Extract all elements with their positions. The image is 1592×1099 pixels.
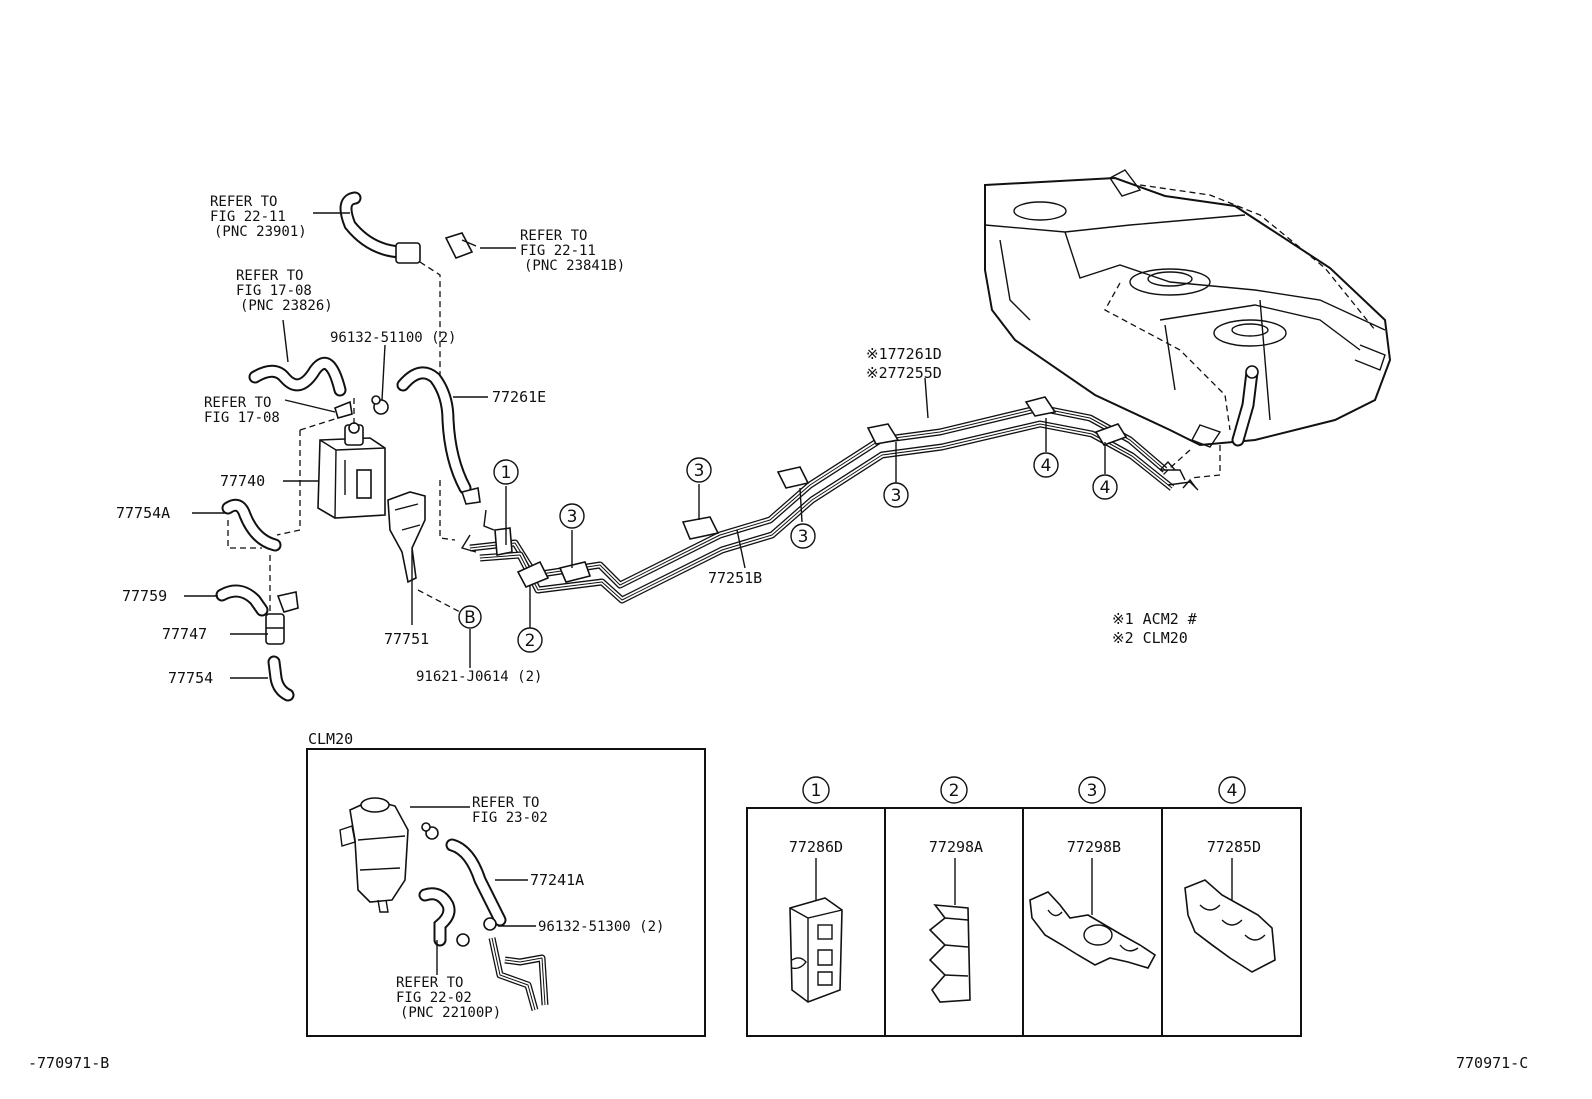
valve-77747: [265, 591, 299, 645]
leader-lines: [184, 212, 1106, 679]
pipe-clamp-band: [776, 466, 810, 489]
ref-text: REFER TO: [236, 268, 303, 284]
clamp-marker-number: 4: [1041, 456, 1052, 476]
ref-text: FIG 22-11: [210, 209, 286, 225]
part-number-77261e: 77261E: [492, 388, 546, 406]
clamp-table: 1 77286D 2 77298A: [746, 776, 1302, 1037]
footer-code-right: 770971-C: [1456, 1054, 1528, 1072]
fuel-filter-illustration: [339, 797, 409, 913]
ref-text: REFER TO: [204, 395, 271, 411]
clamp-table-column-3: 3 77298B: [1029, 776, 1157, 969]
connector-marker-letter: B: [464, 608, 476, 628]
clamp-77285d-illustration: [1184, 879, 1276, 973]
part-number-96132-51100: 96132-51100 (2): [330, 330, 456, 346]
pipe-clamp-band: [1094, 423, 1128, 446]
ref-text: FIG 23-02: [472, 810, 548, 826]
clamp-part-number: 77298B: [1067, 838, 1121, 856]
ref-text: (PNC 23841B): [524, 258, 625, 274]
part-number-96132-51300: 96132-51300 (2): [538, 919, 664, 935]
pipe-clamp-band: [494, 527, 513, 556]
part-number-77241a: 77241A: [530, 871, 584, 889]
clamp-marker-3: 3: [686, 457, 712, 483]
ref-text: REFER TO: [472, 795, 539, 811]
clamp-marker-1: 1: [493, 459, 519, 485]
part-number-77251b: 77251B: [708, 569, 762, 587]
clamp-marker-4: 4: [1033, 452, 1059, 478]
clamp-77298b-illustration: [1029, 891, 1157, 969]
charcoal-canister-77740: [317, 422, 386, 519]
clamp-marker-number: 3: [891, 486, 902, 506]
connector-marker-b: B: [458, 605, 482, 629]
ref-text: FIG 17-08: [236, 283, 312, 299]
clamp-part-number: 77285D: [1207, 838, 1261, 856]
part-number-77754a: 77754A: [116, 504, 170, 522]
note-line: ※1 ACM2 #: [1112, 610, 1197, 628]
pipe-clamp-band: [681, 516, 720, 540]
pipe-clamp-band: [866, 423, 900, 445]
clamp-marker-4: 4: [1092, 474, 1118, 500]
note-line: ※2 CLM20: [1112, 629, 1188, 647]
bracket-77751: [387, 491, 426, 584]
pipe-clamp-band: [516, 560, 550, 589]
clamp-table-column-2: 2 77298A: [928, 776, 983, 1003]
ref-text: FIG 17-08: [204, 410, 280, 426]
clamp-marker-number: 2: [525, 631, 536, 651]
part-number-77754: 77754: [168, 669, 213, 687]
part-number-77747: 77747: [162, 625, 207, 643]
column-marker: 2: [949, 781, 960, 801]
part-number-77740: 77740: [220, 472, 265, 490]
callout-ref-fig-17-08: REFER TO FIG 17-08: [204, 395, 280, 426]
part-number-91621-j0614: 91621-J0614 (2): [416, 669, 542, 685]
callout-ref-pnc-23826: REFER TO FIG 17-08 (PNC 23826): [236, 268, 333, 314]
clamp-table-column-1: 1 77286D: [789, 776, 843, 1003]
ref-text: FIG 22-02: [396, 990, 472, 1006]
pipe-clamp-band: [1024, 396, 1057, 417]
clamp-marker-3: 3: [790, 523, 816, 549]
clamp-77298a-illustration: [928, 904, 971, 1003]
callout-ref-pnc-22100p: REFER TO FIG 22-02 (PNC 22100P): [396, 975, 501, 1021]
clamp-marker-number: 1: [501, 463, 512, 483]
callout-ref-fig-23-02: REFER TO FIG 23-02: [472, 795, 548, 826]
ref-text: REFER TO: [210, 194, 277, 210]
clm20-inset: CLM20 REFER TO: [306, 730, 706, 1037]
clamp-part-number: 77286D: [789, 838, 843, 856]
inset-title: CLM20: [308, 730, 353, 748]
model-notes: ※1 ACM2 # ※2 CLM20: [1112, 610, 1197, 647]
fuel-tank-illustration: [984, 169, 1392, 479]
ref-text: (PNC 23826): [240, 298, 333, 314]
clamp-marker-number: 3: [798, 527, 809, 547]
callout-ref-pnc-23901: REFER TO FIG 22-11 (PNC 23901): [210, 194, 307, 240]
ref-text: FIG 22-11: [520, 243, 596, 259]
clamp-marker-number: 4: [1100, 478, 1111, 498]
left-components: [215, 191, 481, 702]
ref-text: REFER TO: [396, 975, 463, 991]
clamp-table-column-4: 4 77285D: [1184, 776, 1276, 973]
part-number-277255d: ※277255D: [866, 364, 942, 382]
part-number-77759: 77759: [122, 587, 167, 605]
clamp-marker-2: 2: [517, 627, 543, 653]
part-number-177261d: ※177261D: [866, 345, 942, 363]
clamp-marker-number: 3: [694, 461, 705, 481]
clamp-part-number: 77298A: [929, 838, 983, 856]
clamp-marker-3: 3: [559, 503, 585, 529]
part-number-77751: 77751: [384, 630, 429, 648]
column-marker: 1: [811, 781, 822, 801]
ref-text: (PNC 23901): [214, 224, 307, 240]
column-marker: 3: [1087, 781, 1098, 801]
clamp-marker-number: 3: [567, 507, 578, 527]
fuel-pipe-assembly: [460, 396, 1199, 604]
ref-text: (PNC 22100P): [400, 1005, 501, 1021]
clamp-77286d-illustration: [789, 897, 843, 1003]
column-marker: 4: [1227, 781, 1238, 801]
ref-text: REFER TO: [520, 228, 587, 244]
footer-code-left: -770971-B: [28, 1054, 109, 1072]
callout-ref-pnc-23841b: REFER TO FIG 22-11 (PNC 23841B): [520, 228, 625, 274]
clamp-marker-3: 3: [883, 482, 909, 508]
pipe-clamp-band: [558, 561, 592, 583]
